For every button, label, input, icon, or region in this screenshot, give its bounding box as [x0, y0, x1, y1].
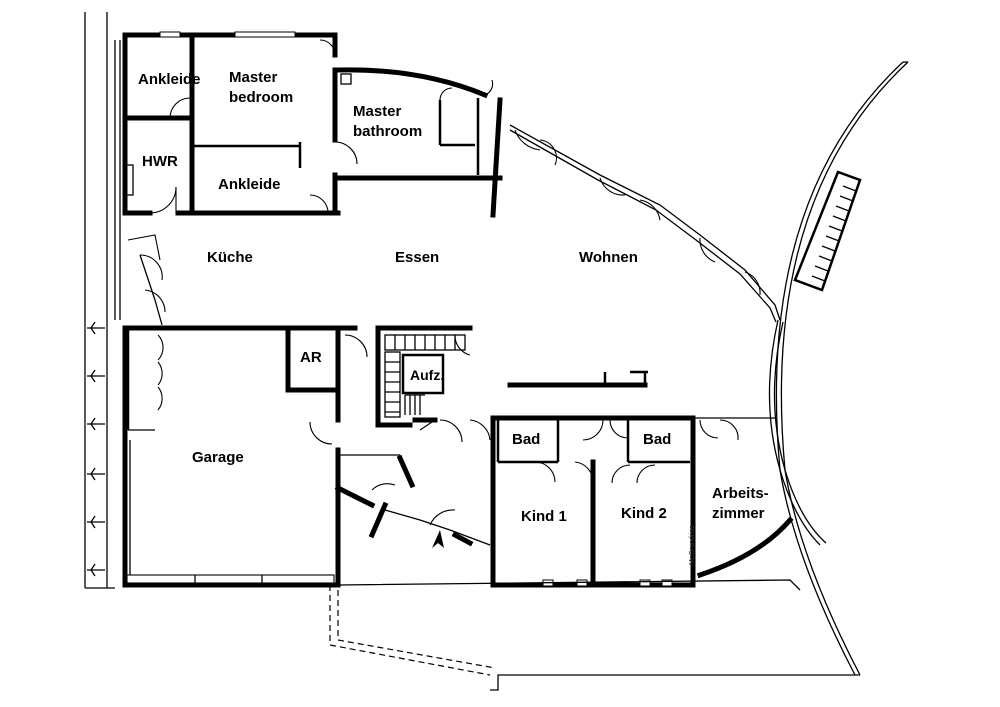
master-bathroom-walls	[335, 67, 503, 218]
garage-cabinet-doors	[157, 334, 333, 445]
room-label-kind-2: Kind 2	[621, 505, 667, 522]
room-label-kueche: Küche	[207, 249, 253, 266]
stair-core	[344, 325, 473, 428]
room-label-master-bathroom-line1: Master	[353, 103, 402, 120]
entry-walls	[334, 419, 491, 548]
room-label-bad-2: Bad	[643, 431, 671, 448]
dining-counter	[507, 370, 648, 388]
room-label-aufzug: Aufz.	[410, 367, 444, 383]
room-label-garage: Garage	[192, 449, 244, 466]
room-label-ar: AR	[300, 349, 322, 366]
north-east-glazing	[509, 124, 781, 323]
room-label-master-bedroom-line2: bedroom	[229, 89, 293, 106]
facade-railing-posts	[87, 321, 105, 577]
room-labels: Ankleide Master bedroom Master bathroom …	[138, 69, 769, 565]
bedroom-wing-walls	[469, 415, 739, 588]
room-label-bad-1: Bad	[512, 431, 540, 448]
kitchen-west-doors	[127, 234, 166, 326]
room-label-kind-1: Kind 1	[521, 508, 567, 525]
room-label-ankleide-top: Ankleide	[138, 71, 201, 88]
garage-walls	[122, 325, 358, 588]
room-label-wohnen: Wohnen	[579, 249, 638, 266]
carport-outline	[329, 585, 496, 676]
watermark-text: McGrundriss	[689, 525, 696, 565]
terrace-outline	[337, 61, 909, 691]
north-wing-doors	[149, 39, 358, 214]
room-label-hwr: HWR	[142, 153, 178, 170]
room-label-arbeitszimmer-line2: zimmer	[712, 505, 765, 522]
west-facade	[84, 12, 121, 589]
study-walls	[693, 319, 827, 579]
room-label-master-bedroom-line1: Master	[229, 69, 278, 86]
room-label-ankleide-bottom: Ankleide	[218, 176, 281, 193]
outdoor-stair	[793, 170, 862, 292]
room-label-master-bathroom-line2: bathroom	[353, 123, 422, 140]
room-label-essen: Essen	[395, 249, 439, 266]
room-label-arbeitszimmer-line1: Arbeits-	[712, 485, 769, 502]
